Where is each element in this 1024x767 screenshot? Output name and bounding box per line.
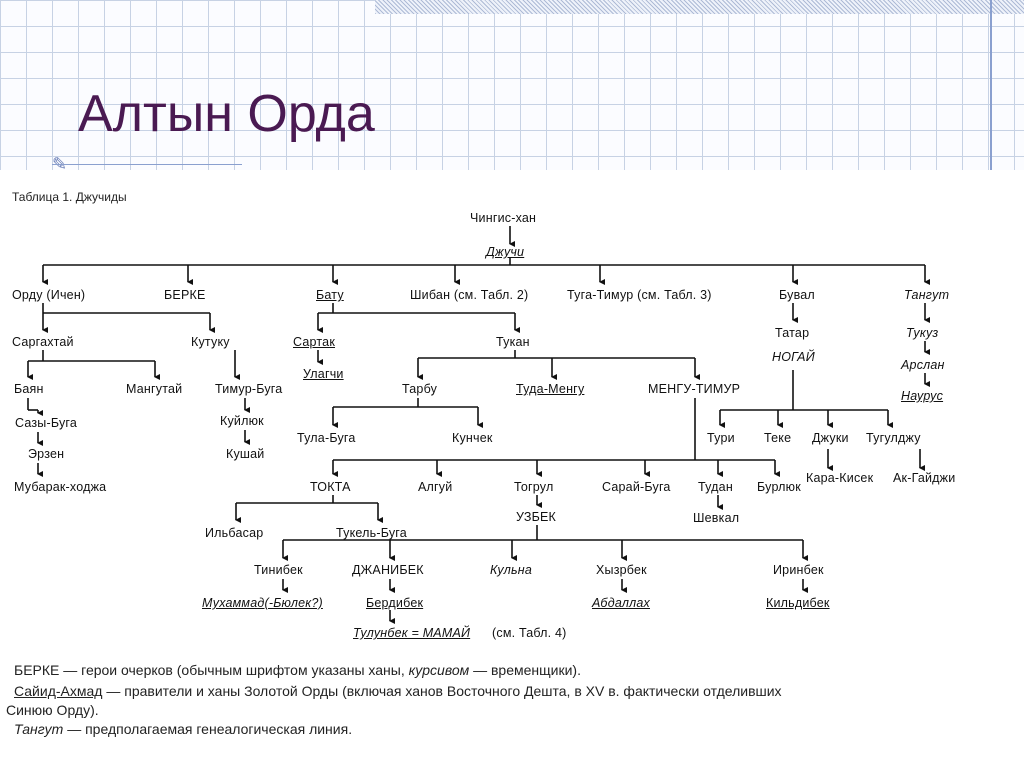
genealogy-table-scan: [0, 170, 1024, 767]
node-teke: Теке: [764, 431, 792, 445]
node-kuilyuk: Куйлюк: [220, 414, 264, 428]
node-tulunbek-reference: (см. Табл. 4): [492, 626, 567, 640]
node-tatar: Татар: [775, 326, 810, 340]
legend-line-2: Сайид-Ахмад — правители и ханы Золотой О…: [14, 683, 782, 699]
node-tuga-timur: Туга-Тимур (см. Табл. 3): [567, 288, 712, 302]
node-kutuku: Кутуку: [191, 335, 230, 349]
legend-term: БЕРКЕ: [14, 662, 60, 678]
node-tulunbek-mamai: Тулунбек = МАМАЙ: [353, 626, 471, 640]
node-nauruz: Наурус: [901, 389, 944, 403]
node-turi: Тури: [707, 431, 735, 445]
node-batu: Бату: [316, 288, 344, 302]
node-shevkal: Шевкал: [693, 511, 740, 525]
node-khyzrbek: Хызрбек: [596, 563, 647, 577]
node-berke: БЕРКЕ: [164, 288, 206, 302]
node-kara-kisek: Кара-Кисек: [806, 471, 874, 485]
node-tuguldju: Тугулджу: [866, 431, 921, 445]
node-bayan: Баян: [14, 382, 44, 396]
node-tukan: Тукан: [496, 335, 530, 349]
node-burlyuk: Бурлюк: [757, 480, 801, 494]
node-tokta: ТОКТА: [310, 480, 351, 494]
node-tukuz: Тукуз: [906, 326, 939, 340]
table-caption: Таблица 1. Джучиды: [12, 190, 127, 204]
node-ordu: Орду (Ичен): [12, 288, 86, 302]
node-tangut: Тангут: [904, 288, 950, 302]
node-mangutai: Мангутай: [126, 382, 183, 396]
node-sazy-buga: Сазы-Буга: [15, 416, 78, 430]
node-tula-buga: Тула-Буга: [297, 431, 356, 445]
legend-term: Тангут: [14, 721, 64, 737]
node-abdallakh: Абдаллах: [592, 596, 650, 610]
node-djuki: Джуки: [812, 431, 849, 445]
node-chingis: Чингис-хан: [470, 211, 537, 225]
legend-term: Сайид-Ахмад: [14, 683, 103, 699]
node-tarbu: Тарбу: [402, 382, 438, 396]
title-underline: [52, 164, 242, 165]
node-kushai: Кушай: [226, 447, 265, 461]
slide-vertical-rule: [990, 0, 992, 172]
node-tinibek: Тинибек: [254, 563, 303, 577]
node-uzbek: УЗБЕК: [516, 510, 557, 524]
slide-grid-background: [0, 0, 1024, 180]
legend-line-1: БЕРКЕ — герои очерков (обычным шрифтом у…: [14, 662, 581, 678]
node-tukel-buga: Тукель-Буга: [336, 526, 407, 540]
node-kulna: Кульна: [490, 563, 532, 577]
node-berdibek: Бердибек: [366, 596, 424, 610]
node-algui: Алгуй: [418, 480, 453, 494]
node-kildibek: Кильдибек: [766, 596, 830, 610]
legend-line-3: Синюю Орду).: [6, 702, 99, 718]
node-timur-buga: Тимур-Буга: [215, 382, 283, 396]
node-ilbasar: Ильбасар: [205, 526, 264, 540]
node-nogai: НОГАЙ: [772, 350, 815, 364]
node-arslan: Арслан: [901, 358, 945, 372]
node-sarai-buga: Сарай-Буга: [602, 480, 671, 494]
node-mengu-timur: МЕНГУ-ТИМУР: [648, 382, 741, 396]
legend-line-4: Тангут — предполагаемая генеалогическая …: [14, 721, 353, 737]
node-irinbek: Иринбек: [773, 563, 824, 577]
slide-top-decoration: [375, 0, 1024, 14]
node-buval: Бувал: [779, 288, 815, 302]
node-togrul: Тогрул: [514, 480, 554, 494]
node-tuda-mengu: Туда-Менгу: [516, 382, 585, 396]
node-erzen: Эрзен: [28, 447, 65, 461]
node-tudan: Тудан: [698, 480, 733, 494]
node-mukhammad: Мухаммад(-Бюлек?): [202, 596, 323, 610]
node-kunchek: Кунчек: [452, 431, 493, 445]
node-shiban: Шибан (см. Табл. 2): [410, 288, 529, 302]
node-mubarak: Мубарак-ходжа: [14, 480, 107, 494]
node-jochi: Джучи: [486, 245, 525, 259]
node-djanibek: ДЖАНИБЕК: [352, 563, 424, 577]
node-ulagchi: Улагчи: [303, 367, 344, 381]
page-title: Алтын Орда: [78, 85, 375, 143]
node-sartak: Сартак: [293, 335, 336, 349]
node-ak-gaidji: Ак-Гайджи: [893, 471, 956, 485]
node-sargakhtai: Саргахтай: [12, 335, 74, 349]
